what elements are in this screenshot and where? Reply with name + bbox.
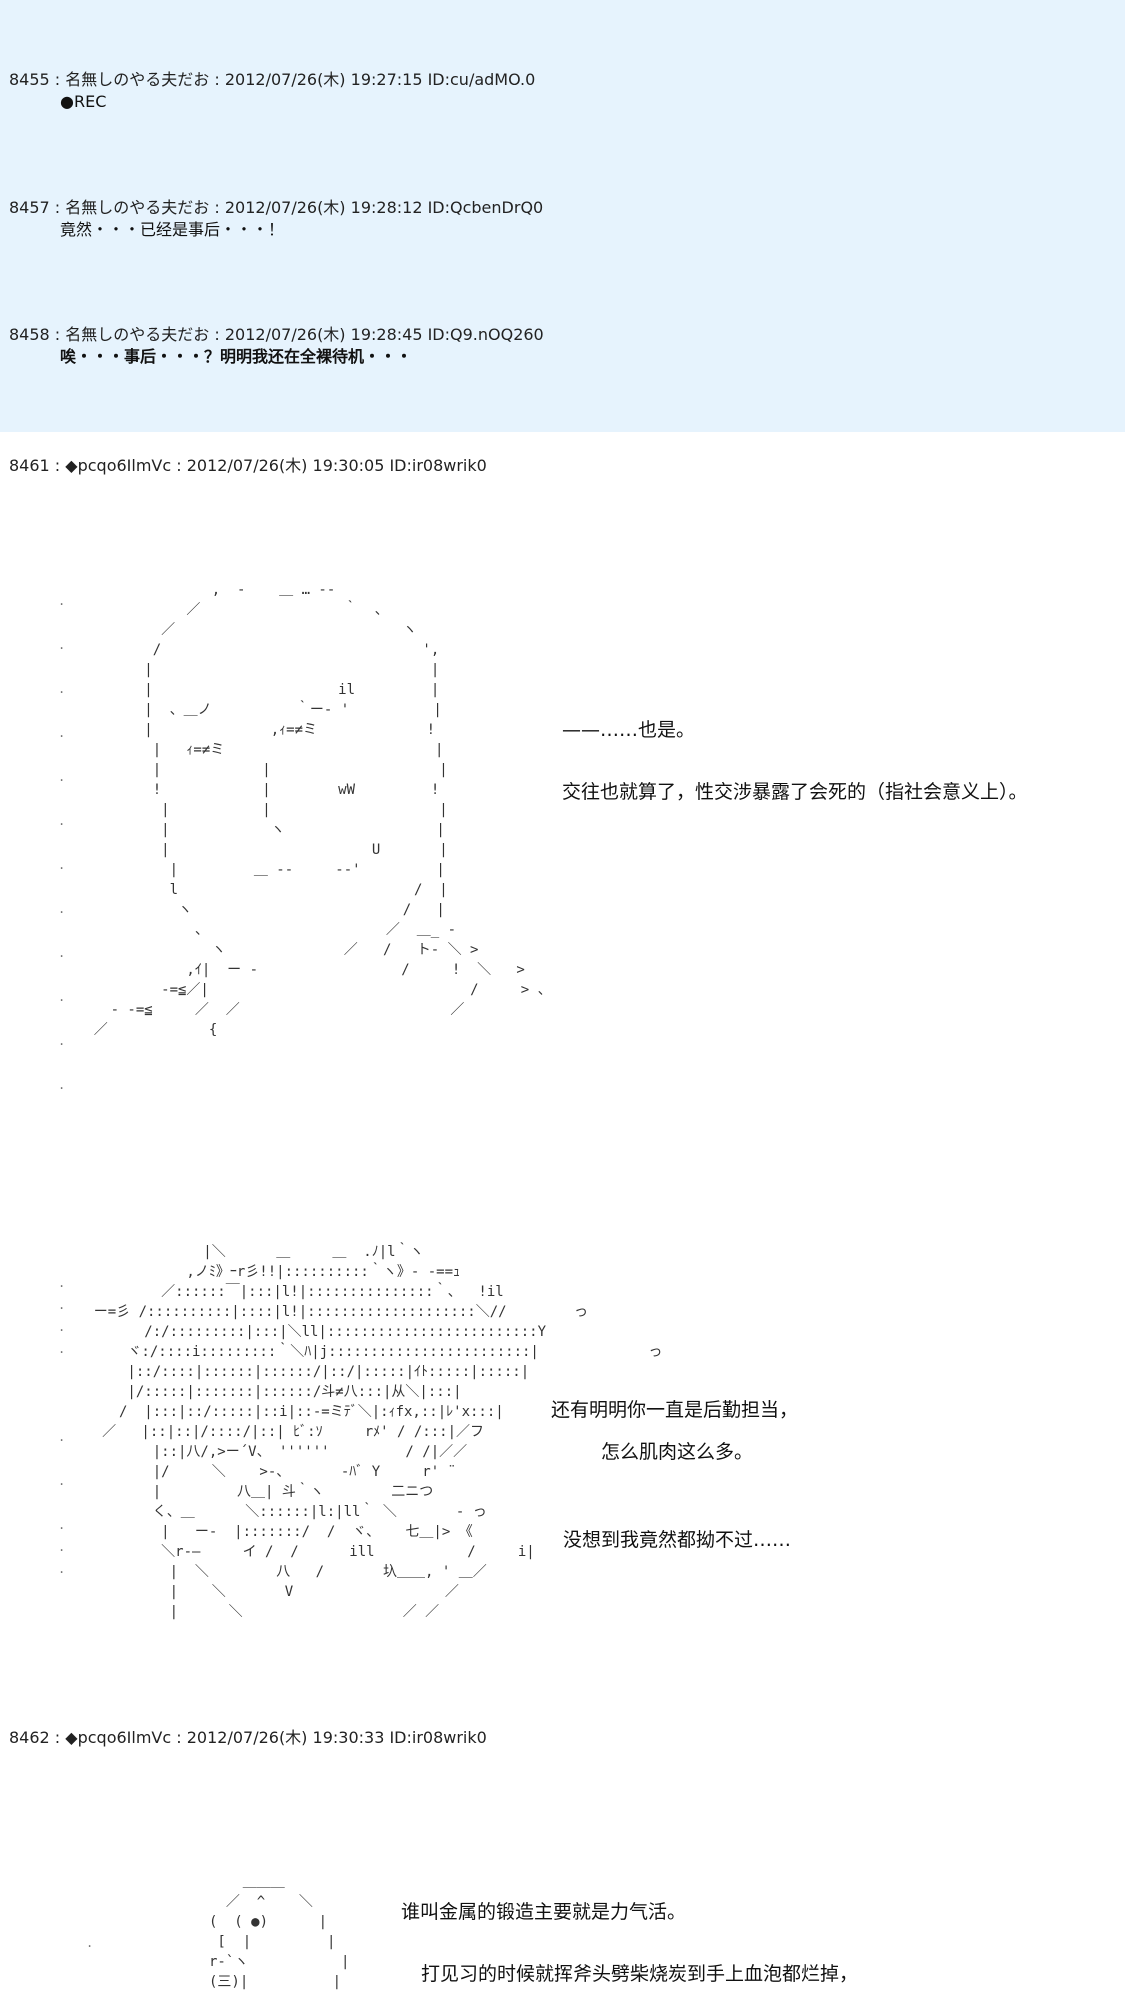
decorative-dots: . . . . . . . . . [58,1276,66,1576]
post-body: 唉・・・事后・・・？明明我还在全裸待机・・・ [60,347,413,366]
ascii-art-face: , - ＿ … ‐‐ ／ ｀ 、 ／ ヽ / ', | | | [93,582,552,1038]
dialogue-caption: ——……也是。 [562,719,696,741]
post-header: 8455 : 名無しのやる夫だお : 2012/07/26(木) 19:27:1… [9,70,536,89]
post-header: 8462 : ◆pcqo6IlmVc : 2012/07/26(木) 19:30… [9,1728,487,1747]
dialogue-caption: 还有明明你一直是后勤担当， [551,1399,799,1421]
post-header: 8458 : 名無しのやる夫だお : 2012/07/26(木) 19:28:4… [9,325,544,344]
dialogue-caption: 谁叫金属的锻造主要就是力气活。 [401,1901,687,1923]
highlight-band [0,0,1125,432]
ascii-art-figure: |＼ ＿ ＿ .ﾉ|l｀ヽ ,ノﾐ》ｰr彡!!|::::::::::｀ヽ》‐ ‐… [93,1244,663,1620]
dialogue-caption: 交往也就算了，性交涉暴露了会死的（指社会意义上）。 [562,781,1028,803]
dialogue-caption: 没想到我竟然都拗不过…… [563,1529,792,1551]
ascii-art-character: ＿＿＿ ／ ^ ＼ ( ( ●) | [ | | r-`ヽ | (三)| | [209,1874,350,1990]
post-header: 8457 : 名無しのやる夫だお : 2012/07/26(木) 19:28:1… [9,198,544,217]
post-header: 8461 : ◆pcqo6IlmVc : 2012/07/26(木) 19:30… [9,456,487,475]
post-body: 竟然・・・已经是事后・・・！ [60,220,285,239]
dialogue-caption: 打见习的时候就挥斧头劈柴烧炭到手上血泡都烂掉， [421,1963,859,1985]
decorative-dots: . . . . . . . . . . . . [58,594,66,1092]
dialogue-caption: 怎么肌肉这么多。 [601,1441,754,1463]
decorative-dots: . [86,1936,94,1950]
post-body: ●REC [60,92,107,111]
